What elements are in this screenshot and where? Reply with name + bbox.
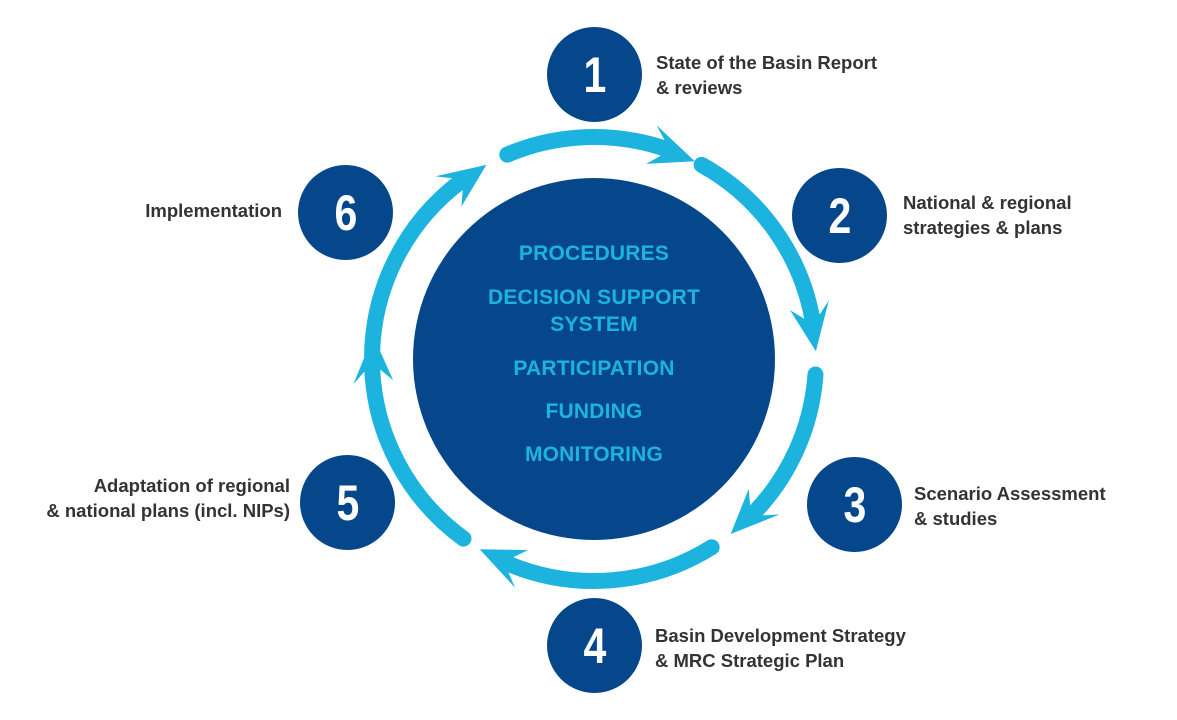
cycle-arrow-shaft-5	[364, 358, 472, 547]
step-3-label: Scenario Assessment & studies	[914, 481, 1106, 531]
step-3-label-line1: Scenario Assessment	[914, 483, 1106, 504]
center-item-monitoring: MONITORING	[524, 443, 664, 466]
step-2-label-line2: strategies & plans	[903, 217, 1063, 238]
step-1-number: 1	[583, 46, 606, 103]
cycle-arrow-shaft-1	[499, 129, 675, 163]
step-2-label: National & regional strategies & plans	[903, 190, 1072, 240]
cycle-arrow-head-3	[730, 488, 780, 534]
step-5-number: 5	[336, 474, 359, 531]
center-circle	[413, 178, 775, 540]
cycle-arrow-head-2	[789, 300, 829, 352]
step-3-badge: 3	[807, 457, 902, 552]
step-4-label: Basin Development Strategy & MRC Strateg…	[655, 623, 906, 673]
step-6-badge: 6	[298, 165, 393, 260]
step-2-badge: 2	[792, 168, 887, 263]
center-item-procedures: PROCEDURES	[518, 242, 670, 265]
center-item-system: SYSTEM	[550, 313, 638, 336]
step-2-label-line1: National & regional	[903, 192, 1072, 213]
cycle-arrow-head-1	[646, 125, 695, 164]
step-4-number: 4	[583, 617, 606, 674]
step-3-number: 3	[843, 476, 866, 533]
step-6-label: Implementation	[145, 198, 282, 223]
step-3-label-line2: & studies	[914, 508, 998, 529]
step-4-label-line1: Basin Development Strategy	[655, 625, 906, 646]
step-1-label: State of the Basin Report & reviews	[656, 50, 877, 100]
step-1-badge: 1	[547, 27, 642, 122]
step-4-label-line2: & MRC Strategic Plan	[655, 650, 845, 671]
cycle-arrow-shaft-3	[745, 366, 824, 522]
step-5-label-line1: Adaptation of regional	[93, 475, 290, 496]
cycle-arrow-shaft-6	[364, 173, 469, 364]
step-6-number: 6	[334, 184, 357, 241]
center-item-funding: FUNDING	[545, 400, 643, 423]
center-item-decision-support: DECISION SUPPORT	[487, 286, 701, 309]
step-2-number: 2	[828, 187, 851, 244]
center-item-participation: PARTICIPATION	[513, 357, 675, 380]
cycle-arrow-head-6	[435, 164, 487, 207]
cycle-arrow-shaft-4	[499, 539, 720, 589]
step-4-badge: 4	[547, 598, 642, 693]
step-5-label: Adaptation of regional & national plans …	[46, 473, 290, 523]
step-5-badge: 5	[300, 455, 395, 550]
step-5-label-line2: & national plans (incl. NIPs)	[46, 500, 290, 521]
step-1-label-line1: State of the Basin Report	[656, 52, 877, 73]
cycle-arrow-shaft-2	[693, 156, 821, 329]
step-6-label-line1: Implementation	[145, 200, 282, 221]
cycle-arrow-head-4	[479, 549, 529, 588]
step-1-label-line2: & reviews	[656, 77, 743, 98]
